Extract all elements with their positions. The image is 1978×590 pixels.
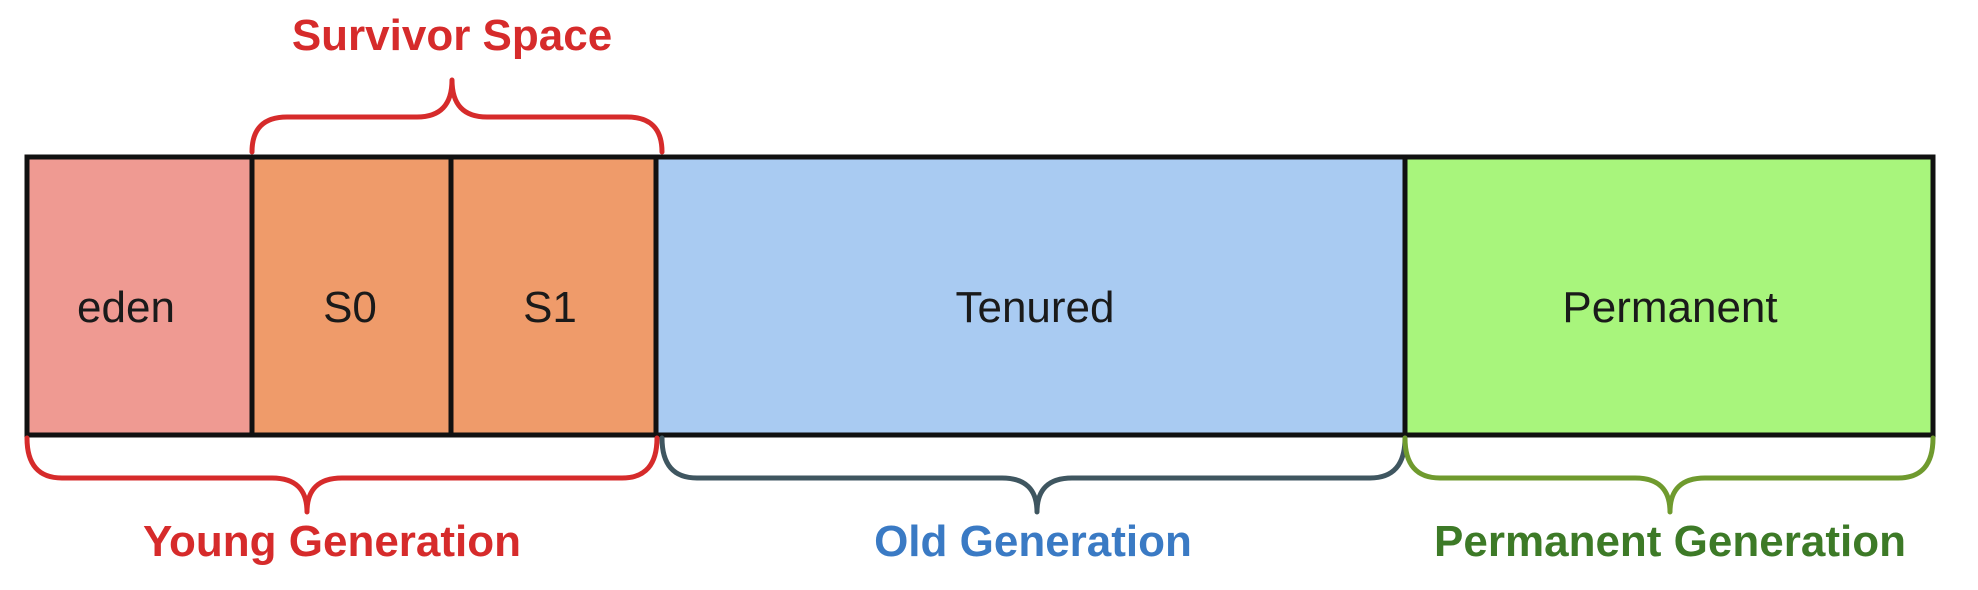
eden-cell — [24, 154, 255, 438]
tenured-label: Tenured — [955, 283, 1114, 332]
permanent-generation-label: Permanent Generation — [1434, 517, 1906, 566]
survivor-space-brace — [249, 77, 665, 155]
permanent-generation-brace — [1402, 435, 1936, 515]
survivor-space-label: Survivor Space — [292, 11, 612, 60]
old-generation-brace — [659, 435, 1408, 515]
permanent-cell — [1402, 154, 1936, 438]
s1-label: S1 — [523, 283, 577, 332]
s0-label: S0 — [323, 283, 377, 332]
young-generation-brace — [24, 435, 660, 515]
s1-cell — [448, 154, 659, 438]
tenured-cell — [653, 154, 1408, 438]
young-generation-label: Young Generation — [143, 517, 521, 566]
old-generation-label: Old Generation — [874, 517, 1192, 566]
permanent-label: Permanent — [1562, 283, 1777, 332]
s0-cell — [249, 154, 454, 438]
eden-label: eden — [77, 283, 175, 332]
